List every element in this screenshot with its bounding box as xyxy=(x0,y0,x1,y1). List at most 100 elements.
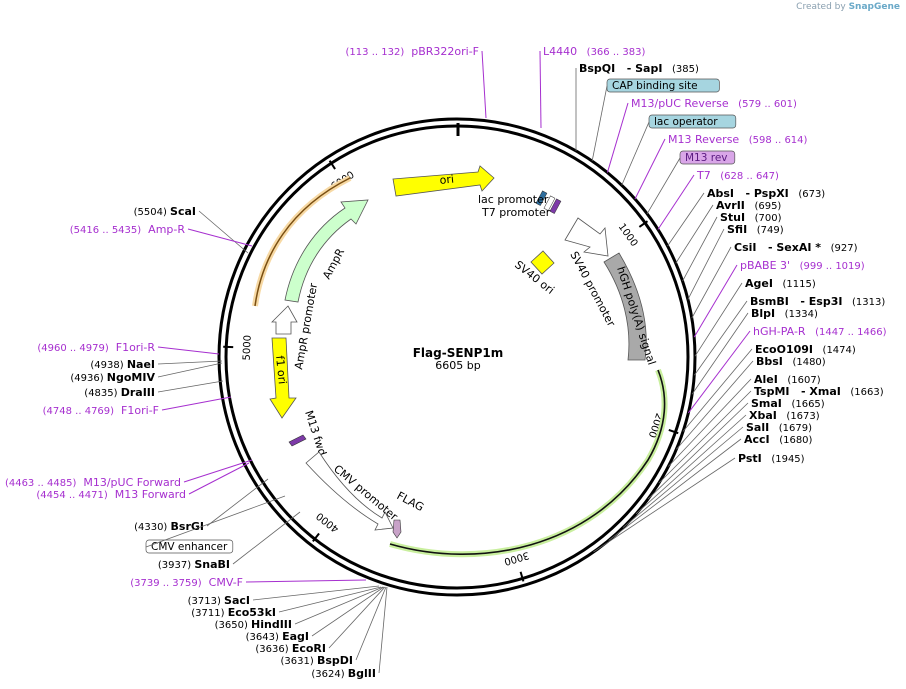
leader-line xyxy=(157,346,220,355)
label-pos: (3650) xyxy=(215,620,251,631)
leader-line xyxy=(691,246,732,319)
label-name: BglII xyxy=(348,667,376,680)
label-range: (4454 .. 4471) xyxy=(36,490,108,501)
annotation: pBABE 3' (999 .. 1019) xyxy=(693,259,865,338)
leader-line xyxy=(183,459,253,483)
annotation: BspQI - SapI (385) xyxy=(575,62,699,151)
leader-line xyxy=(658,390,752,484)
leader-line xyxy=(252,585,380,601)
leader-line xyxy=(378,586,388,674)
label-name: StuI xyxy=(720,211,745,224)
label-name: Eco53kI xyxy=(228,606,276,619)
annotation: (3643) EagI xyxy=(246,586,385,643)
label-pos: (4330) xyxy=(134,522,170,533)
ori-label: ori xyxy=(439,173,455,187)
label-range: (4463 .. 4485) xyxy=(5,478,77,489)
label-range: (366 .. 383) xyxy=(577,47,645,58)
feature-box xyxy=(145,539,234,554)
site-label: (3650) HindIII xyxy=(215,618,292,631)
label-name2: - XmaI xyxy=(790,385,841,398)
label-range: (1447 .. 1466) xyxy=(806,327,887,338)
label-pos: (5504) xyxy=(134,207,170,218)
label-pos: (1334) xyxy=(775,309,818,320)
annotation: (4463 .. 4485) M13/pUC Forward xyxy=(5,459,253,489)
feature-box-label: M13 rev xyxy=(685,152,728,164)
feature-box-label: CAP binding site xyxy=(612,80,698,92)
annotation: (3713) SacI xyxy=(188,585,380,607)
t7-promoter-label: T7 promoter xyxy=(481,206,551,219)
ampr-label: AmpR xyxy=(320,246,347,281)
label-pos: (1665) xyxy=(782,399,825,410)
label-feature: F1ori-R xyxy=(109,341,156,354)
site-label: AccI (1680) xyxy=(744,433,813,446)
site-label: CsiI - SexAI * (927) xyxy=(734,241,858,254)
ampr-promoter-feature xyxy=(271,305,298,335)
label-name2: - Esp3I xyxy=(789,295,843,308)
site-label: EcoO109I (1474) xyxy=(755,343,856,356)
site-label: XbaI (1673) xyxy=(749,409,820,422)
site-label: AvrII (695) xyxy=(716,199,781,212)
site-label: BbsI (1480) xyxy=(756,355,826,368)
label-pos: (3631) xyxy=(281,656,317,667)
leader-line xyxy=(161,396,232,411)
feature-box-label: CMV enhancer xyxy=(151,541,228,553)
site-label: (4835) DraIII xyxy=(84,386,155,399)
label-pos: (3624) xyxy=(311,669,347,680)
leader-line xyxy=(657,174,695,230)
annotation: BbsI (1480) xyxy=(676,355,826,450)
leader-line xyxy=(682,216,718,282)
site-label: SalI (1679) xyxy=(746,421,812,434)
leader-line xyxy=(355,586,387,661)
label-range: (579 .. 601) xyxy=(729,99,797,110)
annotation: (3650) HindIII xyxy=(215,586,384,631)
site-label: (113 .. 132) pBR322ori-F xyxy=(346,45,479,58)
flag-label: FLAG xyxy=(395,489,426,514)
label-feature: M13/pUC Forward xyxy=(76,476,181,489)
annotation: CMV enhancer xyxy=(145,495,286,554)
leader-line xyxy=(667,192,705,247)
leader-line xyxy=(608,438,742,541)
leader-line xyxy=(646,157,681,214)
annotation: (4960 .. 4979) F1ori-R xyxy=(37,341,220,355)
sv40-promoter-feature xyxy=(564,217,609,257)
leader-line xyxy=(232,511,301,565)
feature-box xyxy=(648,114,737,129)
annotation: (3636) EcoRI xyxy=(255,586,386,655)
annotation: AvrII (695) xyxy=(675,199,781,264)
annotation: (113 .. 132) pBR322ori-F xyxy=(346,45,487,119)
credit-prefix: Created by xyxy=(796,2,846,12)
cap-site-mark xyxy=(535,190,548,206)
backbone-outer-circle xyxy=(217,117,697,597)
label-pos: (4835) xyxy=(84,388,120,399)
label-name: SmaI xyxy=(751,397,782,410)
label-feature: M13 Reverse xyxy=(668,133,739,146)
leader-line xyxy=(198,210,249,254)
label-pos: (385) xyxy=(662,64,699,75)
label-feature: M13 Forward xyxy=(108,488,186,501)
label-feature: pBR322ori-F xyxy=(404,45,479,58)
label-name: SnaBI xyxy=(194,558,230,571)
label-pos: (4936) xyxy=(70,373,106,384)
leader-line xyxy=(634,138,666,200)
hgh-polya-feature xyxy=(603,252,647,361)
label-pos: (1679) xyxy=(769,423,812,434)
label-name: SalI xyxy=(746,421,769,434)
label-range: (113 .. 132) xyxy=(346,47,405,58)
annotation: AbsI - PspXI (673) xyxy=(667,187,825,247)
label-pos: (1313) xyxy=(842,297,885,308)
leader-line xyxy=(691,312,749,395)
label-pos: (1607) xyxy=(778,375,821,386)
annotation: M13 Reverse (598 .. 614) xyxy=(634,133,808,200)
label-name: BsmBI xyxy=(750,295,789,308)
label-name: EcoO109I xyxy=(755,343,813,356)
label-feature: T7 xyxy=(696,169,711,182)
lac-promoter-mark xyxy=(543,195,556,211)
plasmid-name: Flag-SENP1m xyxy=(413,346,504,360)
leader-line xyxy=(245,579,367,583)
label-range: (4748 .. 4769) xyxy=(43,406,115,417)
site-label: (3636) EcoRI xyxy=(255,642,326,655)
label-pos: (695) xyxy=(745,201,782,212)
annotation: CAP binding site xyxy=(591,78,720,162)
label-name2: - SapI xyxy=(615,62,662,75)
